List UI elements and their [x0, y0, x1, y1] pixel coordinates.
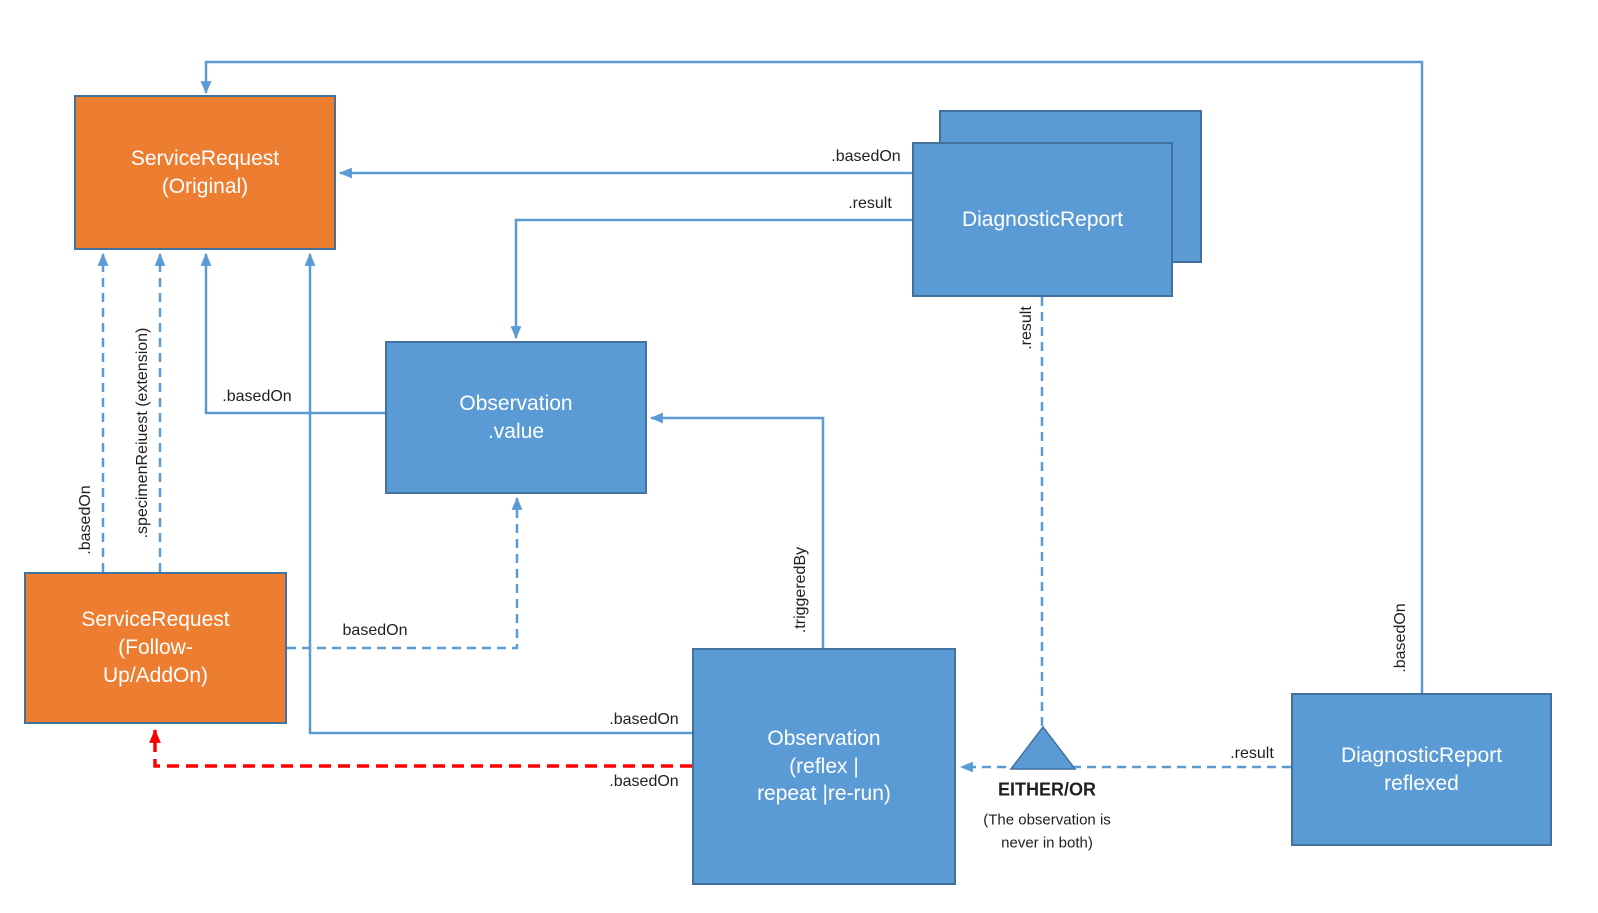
edge-label-reflexed-result: .result: [1230, 745, 1274, 762]
edge-label-drreflexed-basedon-vertical: .basedOn: [1392, 603, 1409, 673]
edge-label-observation-value-basedon: .basedOn: [222, 388, 292, 405]
node-label-line: (Follow-: [118, 636, 193, 660]
node-label-line: repeat |re-run): [757, 782, 891, 806]
edge-label-triggeredby: .triggeredBy: [792, 546, 809, 634]
node-service-request-followup: ServiceRequest (Follow- Up/AddOn): [24, 572, 287, 724]
node-label-line: Up/AddOn): [102, 663, 209, 687]
edge-label-dr-result: .result: [848, 195, 892, 212]
node-label-line: ServiceRequest: [130, 146, 280, 170]
either-or-note-line1: (The observation is: [983, 811, 1111, 829]
node-diagnostic-report: DiagnosticReport: [912, 142, 1173, 297]
node-label: DiagnosticReport: [961, 207, 1124, 231]
node-label-line: Observation: [767, 726, 881, 750]
node-label-line: (Original): [161, 174, 249, 198]
node-label-line: reflexed: [1384, 771, 1459, 795]
edge-label-dr-basedon: .basedOn: [831, 148, 901, 165]
either-or-triangle-icon: [1009, 725, 1077, 770]
either-or-title: EITHER/OR: [997, 779, 1097, 800]
edge-label-observation-reflex-basedon: .basedOn: [609, 711, 679, 728]
edge-label-specimen-request-extension: .specimenReiuest (extension): [134, 327, 151, 539]
node-observation-reflex: Observation (reflex | repeat |re-run): [692, 648, 956, 885]
node-label-line: (reflex |: [789, 754, 859, 778]
edge-label-dr-result-vertical: .result: [1018, 306, 1035, 350]
either-or-note-line2: never in both): [1001, 834, 1093, 852]
node-label-line: DiagnosticReport: [1340, 743, 1503, 767]
node-label-line: .value: [487, 419, 545, 443]
edge-red-basedon-to-followup: [149, 728, 692, 768]
edge-label-red-basedon: .basedOn: [609, 773, 679, 790]
edge-observation-reflex-basedon-to-sr-original: [304, 252, 692, 735]
node-diagnostic-report-reflexed: DiagnosticReport reflexed: [1291, 693, 1552, 846]
edge-observation-reflex-triggeredby-to-observation-value: [649, 412, 825, 648]
edge-observation-value-basedon-to-sr-original: [200, 252, 385, 415]
edge-label-followup-basedon: basedOn: [342, 622, 408, 639]
edge-drreflexed-basedon-to-sr-original: [200, 60, 1424, 693]
edge-followup-basedon-to-observation-value: [287, 496, 523, 650]
node-service-request-original: ServiceRequest (Original): [74, 95, 336, 250]
node-observation-value: Observation .value: [385, 341, 647, 494]
node-label-line: Observation: [459, 391, 573, 415]
edge-label-followup-basedon-vertical: .basedOn: [77, 485, 94, 555]
node-label-line: ServiceRequest: [81, 608, 230, 632]
edge-dr-result-to-observation-value: [510, 218, 912, 340]
